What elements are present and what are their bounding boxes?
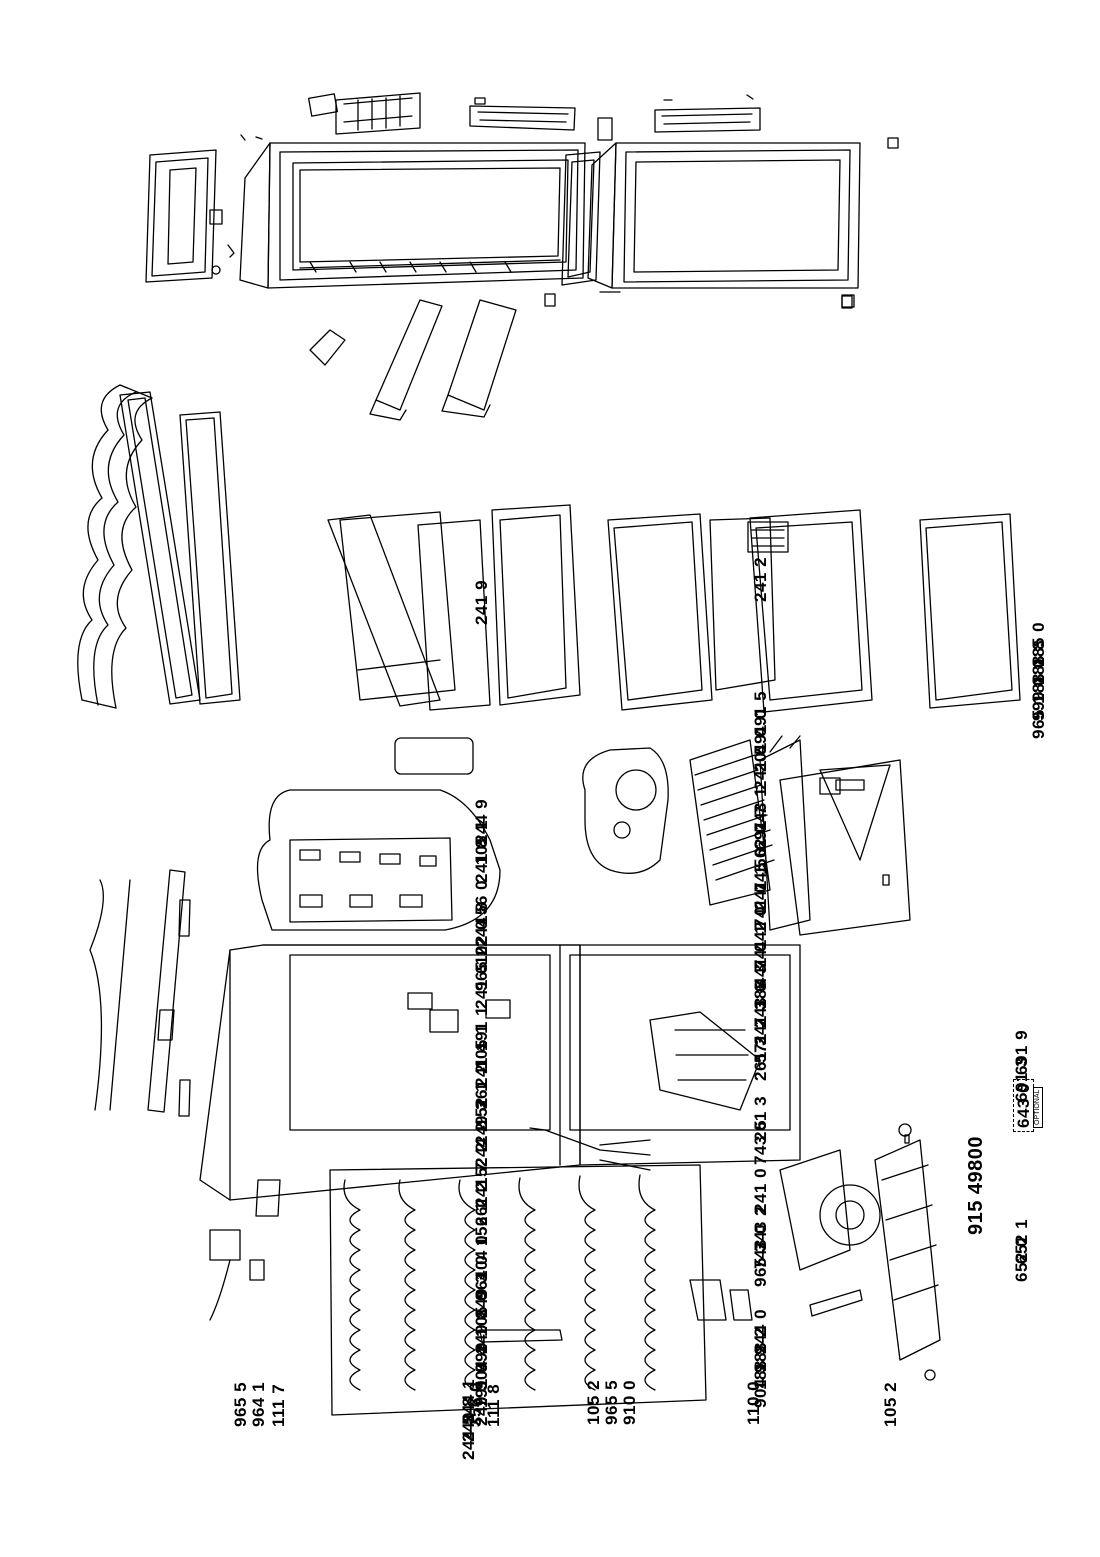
fan-assembly	[583, 748, 668, 873]
lower-door	[588, 143, 860, 307]
part-label-105-2a: 105 2	[584, 1379, 603, 1425]
air-duct-assembly	[258, 738, 501, 930]
part-label-156-0: 156 0	[472, 879, 491, 925]
lower-door-handle	[598, 95, 898, 148]
part-label-910-0: 910 0	[620, 1379, 639, 1425]
power-cord	[530, 1128, 650, 1170]
part-label-743-1: 743 1	[751, 786, 770, 832]
part-label-111-8: 111 8	[484, 1383, 503, 1427]
upper-door-gasket	[146, 150, 216, 282]
drawer-rails-bottom	[770, 736, 864, 794]
part-label-965-5a: 965 5	[231, 1381, 250, 1427]
part-label-491-5: 491 5	[751, 690, 770, 736]
part-label-111-7: 111 7	[269, 1383, 288, 1427]
freezer-drawers	[608, 510, 1020, 712]
part-label-244-0: 244 0	[751, 1308, 770, 1354]
optional-tag: OPTIONAL	[1033, 1086, 1043, 1128]
condenser-coil	[330, 1165, 706, 1415]
part-label-185-0: 185 0	[1029, 621, 1048, 667]
part-label-105-2b: 105 2	[881, 1381, 900, 1427]
crisper-drawers-upper	[328, 505, 580, 710]
document-code: 915 49800	[965, 1135, 987, 1235]
part-label-261-3a: 261 3	[751, 1095, 770, 1141]
part-label-191-1: 191 1	[472, 1005, 491, 1051]
cabinet-body	[200, 945, 800, 1200]
part-label-244-9: 244 9	[472, 798, 491, 844]
glass-shelves-upper	[120, 392, 240, 704]
bottle-rack	[78, 385, 152, 708]
part-label-241-9: 241 9	[472, 579, 491, 625]
part-label-356-0: 356 0	[466, 1381, 485, 1427]
part-label-691-9: 691 9	[1012, 1029, 1031, 1075]
part-label-964-1: 964 1	[249, 1381, 268, 1427]
part-label-652-1: 652 1	[1012, 1218, 1031, 1264]
part-label-110-0: 110 0	[744, 1380, 763, 1425]
freezer-tray	[760, 740, 910, 935]
part-label-241-0: 241 0	[751, 1167, 770, 1213]
part-label-965-5b: 965 5	[602, 1379, 621, 1425]
part-label-241-2: 241 2	[751, 556, 770, 602]
wiring-and-hinges	[90, 870, 280, 1320]
upper-door	[240, 143, 585, 288]
door-balconies	[310, 294, 852, 420]
evaporator	[690, 740, 774, 905]
upper-door-small-parts	[210, 93, 575, 274]
compressor-area	[480, 875, 940, 1380]
lower-door-gasket	[562, 152, 600, 285]
